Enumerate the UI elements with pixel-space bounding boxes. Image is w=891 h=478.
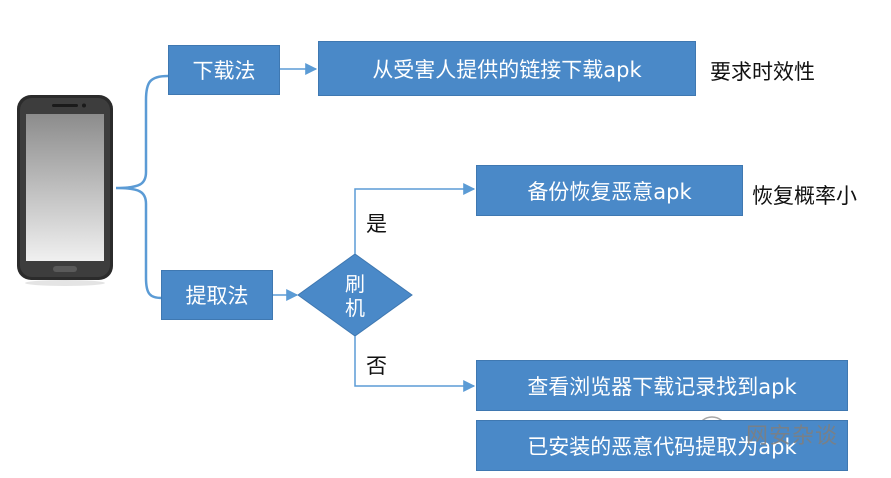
browser-history-box: 查看浏览器下载记录找到apk (476, 360, 848, 411)
yes-label: 是 (366, 212, 387, 236)
download-step-label: 从受害人提供的链接下载apk (372, 57, 642, 82)
arrow-yes-branch (354, 183, 476, 254)
extract-method-label: 提取法 (185, 284, 249, 308)
download-method-label: 下载法 (192, 59, 256, 83)
download-note: 要求时效性 (710, 60, 815, 84)
smartphone-icon (17, 95, 113, 286)
browser-history-label: 查看浏览器下载记录找到apk (527, 374, 797, 399)
brace-connector (115, 74, 169, 300)
no-label: 否 (366, 354, 387, 378)
download-step-box: 从受害人提供的链接下载apk (318, 41, 696, 96)
download-method-box: 下载法 (168, 45, 280, 95)
installed-extract-box: 已安装的恶意代码提取为apk (476, 420, 848, 471)
installed-extract-label: 已安装的恶意代码提取为apk (527, 434, 797, 459)
backup-restore-label: 备份恢复恶意apk (527, 179, 692, 204)
arrow-no-branch (354, 336, 476, 392)
backup-restore-note: 恢复概率小 (752, 184, 857, 208)
decision-label: 刷机 (345, 272, 365, 320)
watermark-text: 网安杂谈 (746, 424, 839, 449)
backup-restore-box: 备份恢复恶意apk (476, 165, 743, 216)
extract-method-box: 提取法 (161, 270, 273, 320)
